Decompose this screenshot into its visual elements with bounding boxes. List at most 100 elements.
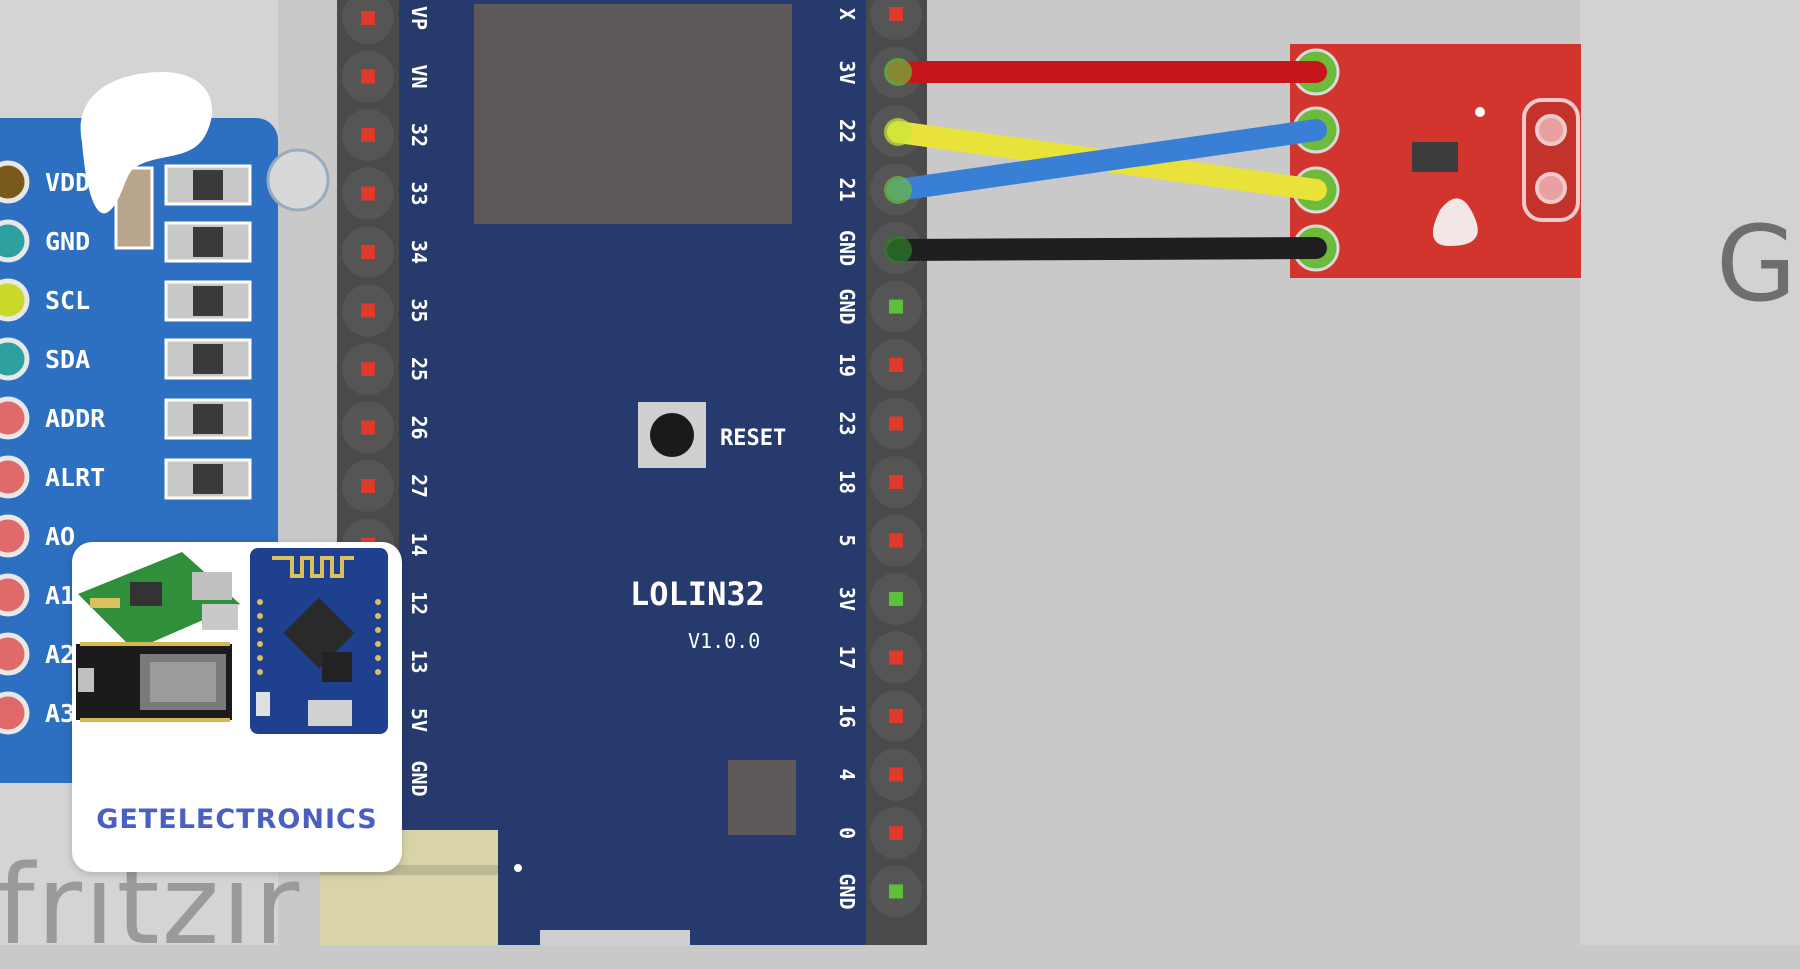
usb-connector — [540, 930, 690, 945]
esp32-pin-pad — [889, 533, 903, 548]
esp32-pin-label: 27 — [407, 474, 431, 498]
esp32-pin-pad — [361, 362, 375, 376]
esp32-pin-label: X — [835, 8, 859, 20]
smd-component-centers — [193, 170, 223, 494]
reset-button-cap — [650, 413, 694, 457]
adc-pin-pad — [0, 337, 30, 381]
adc-pin-label: A2 — [45, 640, 75, 669]
esp32-board: RESET LOLIN32 V1.0.0 VPVN323334352526271… — [320, 0, 927, 945]
raspberry-pi-image — [78, 552, 240, 650]
esp32-pin-pad — [889, 358, 903, 372]
esp32-pin-pad — [889, 299, 903, 314]
wire-blue-sda[interactable] — [887, 119, 1327, 201]
adc-pin-pad — [0, 691, 30, 735]
adc-pin-pads — [0, 160, 30, 735]
adc-pin-pad — [0, 278, 30, 322]
profile-avatar-card[interactable]: GETELECTRONICS — [72, 542, 402, 872]
adc-pin-pad — [0, 455, 30, 499]
adc-pin-label: SCL — [45, 286, 90, 315]
esp32-pin-label: 33 — [407, 181, 431, 205]
esp32-pin-label: GND — [407, 760, 431, 796]
board-version: V1.0.0 — [688, 629, 760, 653]
esp32-pin-pad — [889, 592, 903, 606]
esp32-pin-label: 22 — [835, 119, 859, 143]
sensor-chip — [1412, 142, 1458, 172]
esp32-pin-label: 5V — [407, 708, 431, 732]
mount-hole — [266, 148, 330, 212]
esp32-pin-pad — [889, 709, 903, 723]
esp32-pin-pad — [889, 475, 903, 489]
esp32-pin-label: GND — [835, 873, 859, 909]
esp32-pin-label: 12 — [407, 591, 431, 615]
esp32-pin-label: 19 — [835, 353, 859, 377]
background-letter: G — [1716, 203, 1797, 325]
esp32-pin-label: 23 — [835, 411, 859, 435]
esp32-pin-label: 32 — [407, 123, 431, 147]
esp32-pin-pad — [361, 420, 375, 435]
esp32-pin-label: VN — [407, 64, 431, 88]
esp32-pin-label: 5 — [835, 534, 859, 546]
esp32-devboard-image — [76, 642, 232, 722]
wemos-d1-mini-image — [250, 548, 388, 734]
esp32-pin-label: 4 — [835, 768, 859, 780]
esp32-pin-pad — [889, 884, 903, 899]
esp32-pin-pad — [361, 303, 375, 318]
wire-endpoints — [884, 58, 912, 264]
adc-pin-label: A1 — [45, 581, 75, 610]
sensor-side-pads — [1522, 98, 1580, 222]
right-panel-background — [1580, 0, 1800, 945]
esp32-pin-pad — [361, 186, 375, 201]
reset-label: RESET — [720, 426, 786, 451]
adc-pin-pad — [0, 632, 30, 676]
esp32-pin-label: GND — [835, 288, 859, 324]
adc-pin-pad — [0, 160, 30, 204]
esp32-pin-pad — [889, 650, 903, 665]
sensor-breakout-board — [1290, 44, 1581, 278]
esp32-pin-pad — [889, 416, 903, 431]
sparkfun-logo — [1432, 198, 1478, 246]
esp32-pin-label: GND — [835, 230, 859, 266]
esp32-pin-pad — [889, 767, 903, 782]
esp32-pin-label: VP — [407, 6, 431, 30]
esp32-pin-label: 14 — [407, 532, 431, 556]
adc-pin-label: SDA — [45, 345, 90, 374]
chip — [728, 760, 796, 835]
esp32-pin-label: 21 — [835, 177, 859, 201]
adc-pin-label: GND — [45, 227, 90, 256]
esp32-pin-label: 17 — [835, 645, 859, 669]
esp32-pin-label: 26 — [407, 415, 431, 439]
adc-pin-pad — [0, 396, 30, 440]
adc-pin-label: ADDR — [45, 404, 106, 433]
wire-black-gnd[interactable] — [887, 237, 1327, 261]
esp32-pin-pad — [361, 128, 375, 142]
adc-pin-label: AO — [45, 522, 75, 551]
adc-pin-label: VDD — [45, 168, 90, 197]
esp32-pin-pad — [361, 245, 375, 259]
esp32-pin-label: 0 — [835, 827, 859, 839]
esp32-pin-label: 3V — [835, 60, 859, 84]
esp32-pin-pad — [889, 826, 903, 840]
profile-name[interactable]: GETELECTRONICS — [96, 804, 378, 835]
adc-pin-label: A3 — [45, 699, 75, 728]
adc-pin-pad — [0, 514, 30, 558]
esp32-pin-pad — [361, 11, 375, 25]
esp32-pin-label: 18 — [835, 470, 859, 494]
patreon-logo-icon[interactable] — [78, 72, 218, 222]
esp32-pin-label: 34 — [407, 240, 431, 264]
esp32-pin-pad — [361, 479, 375, 493]
esp32-pin-label: 25 — [407, 357, 431, 381]
adc-pin-label: ALRT — [45, 463, 105, 492]
wifi-module-shield — [474, 4, 792, 224]
esp32-pin-label: 35 — [407, 298, 431, 322]
esp32-pin-pad — [361, 69, 375, 84]
adc-pin-pad — [0, 573, 30, 617]
adc-pin-pad — [0, 219, 30, 263]
esp32-pin-pad — [889, 7, 903, 21]
esp32-pin-label: 3V — [835, 587, 859, 611]
avatar-image-collage — [76, 548, 388, 734]
esp32-pin-label: 16 — [835, 704, 859, 728]
